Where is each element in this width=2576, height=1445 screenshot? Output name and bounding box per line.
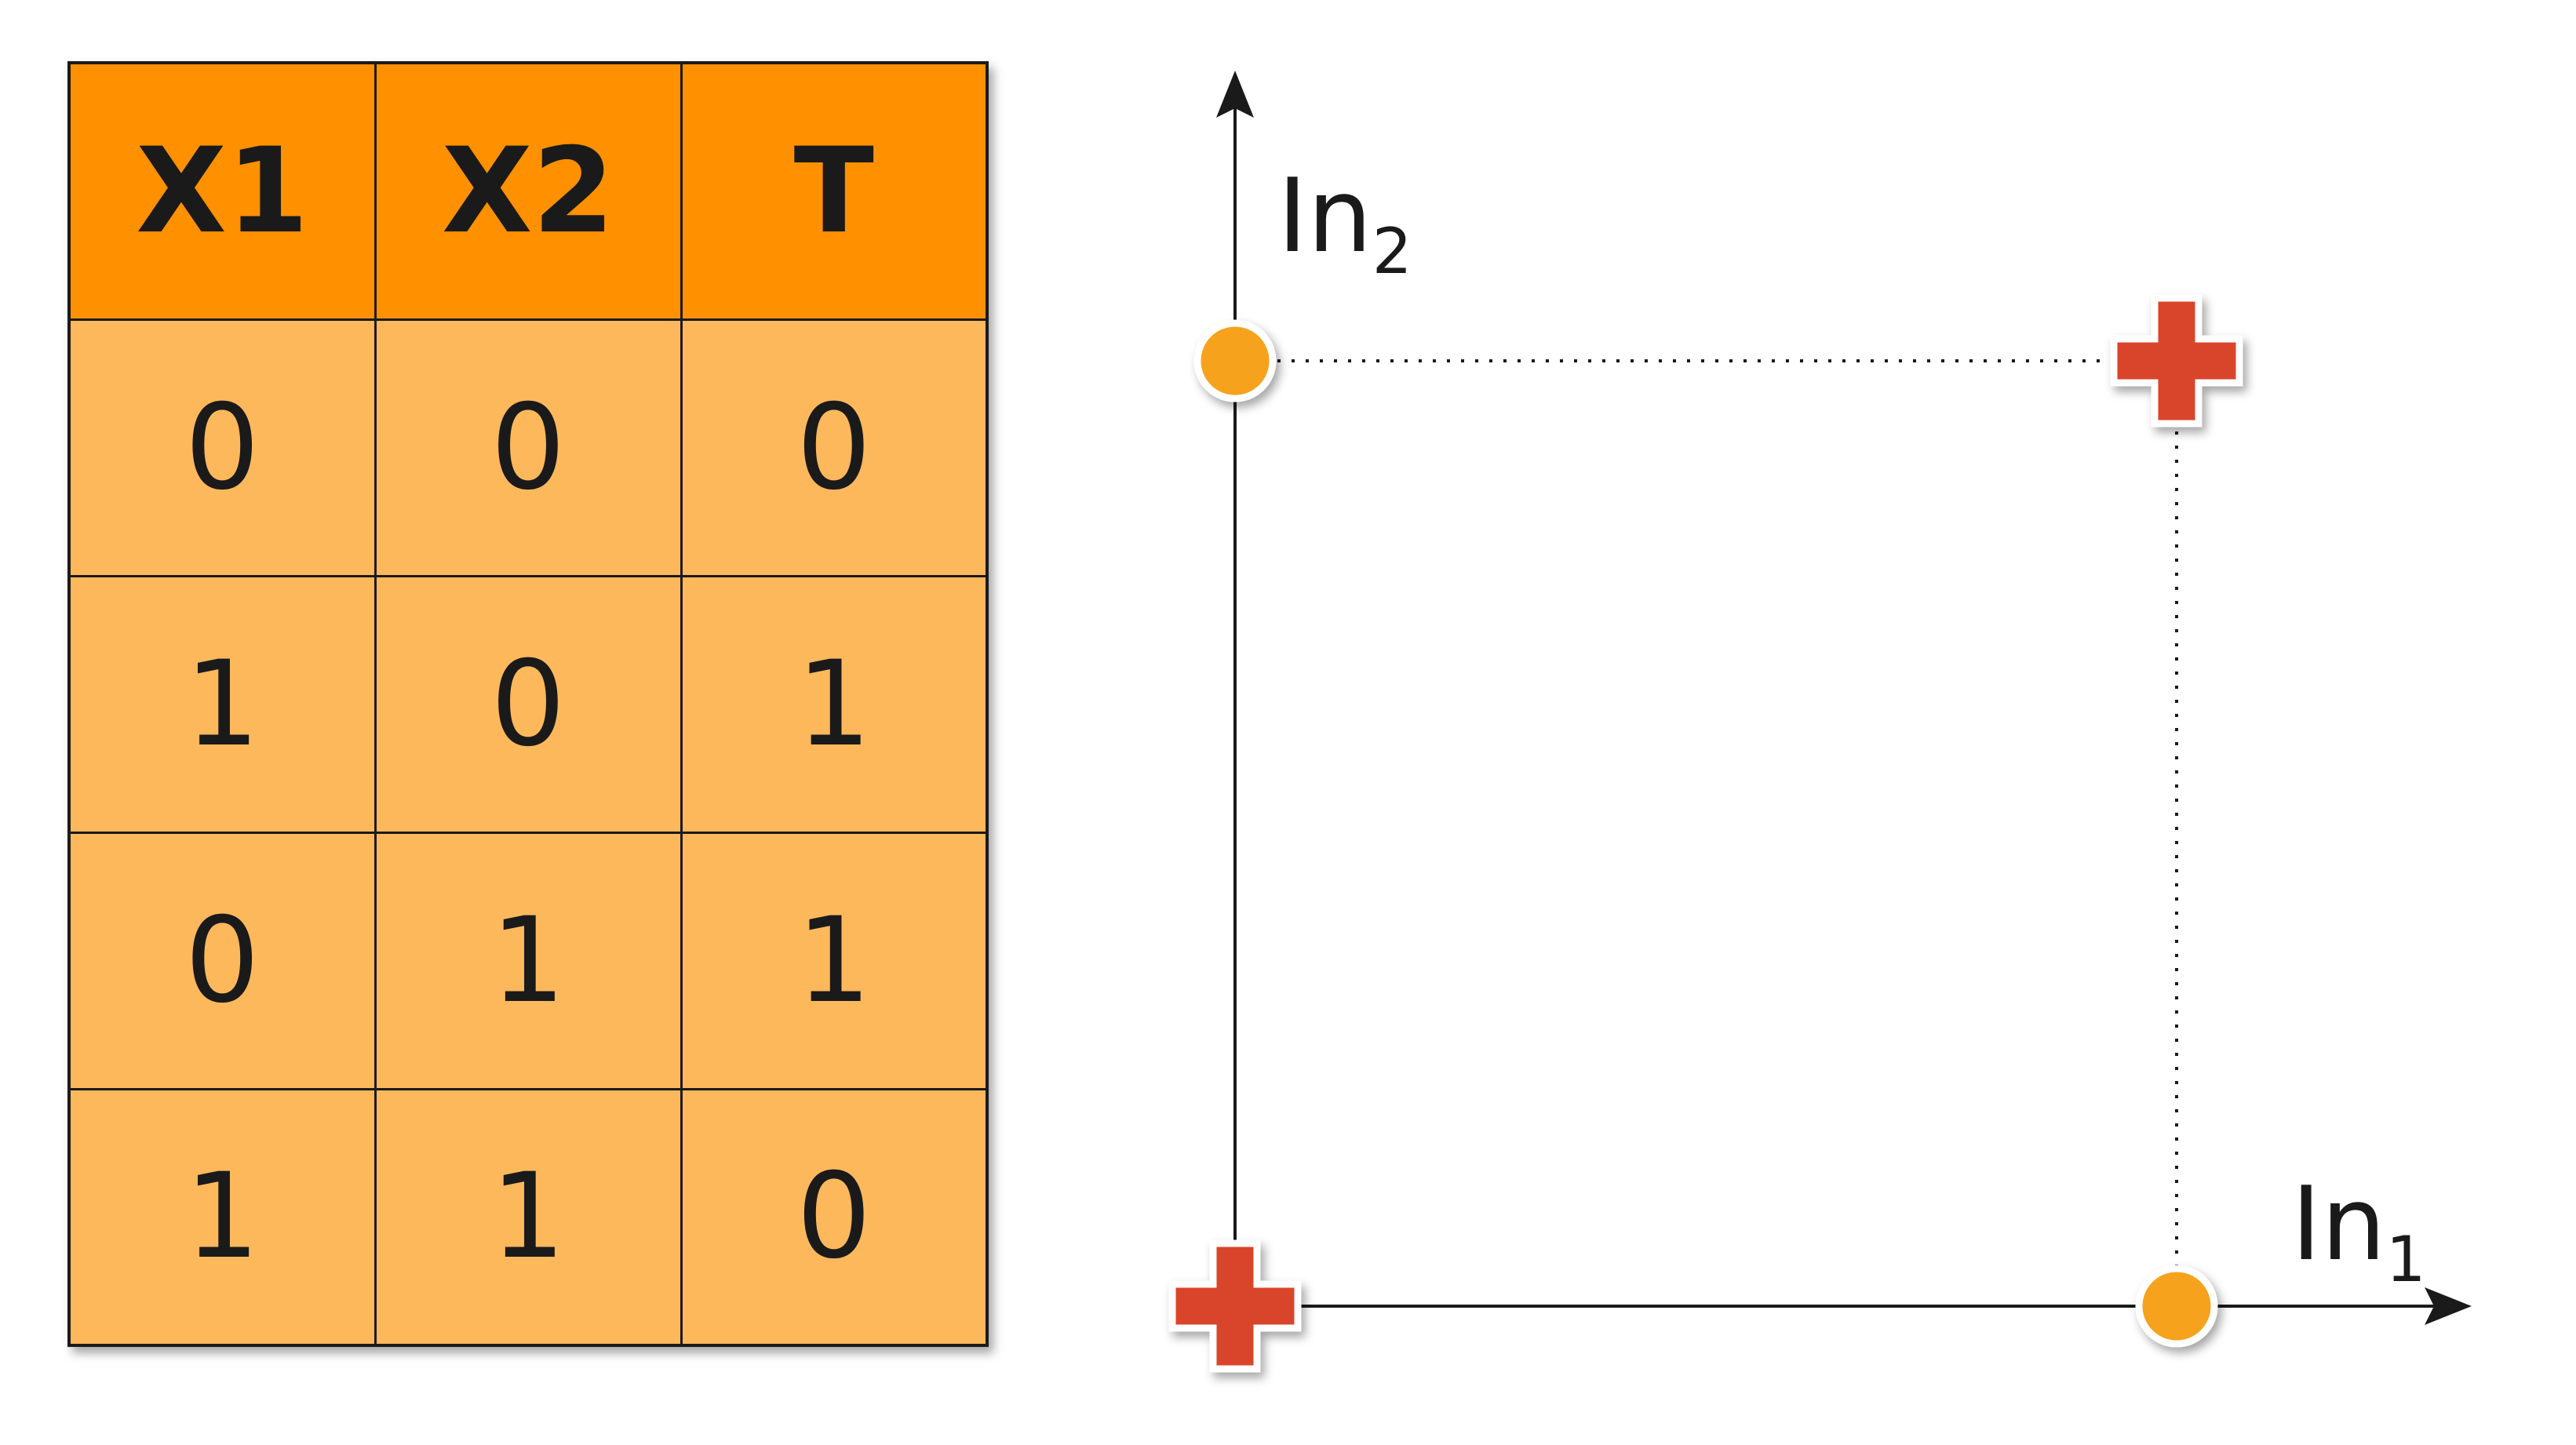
table-cell: 1 (67, 574, 377, 834)
y-axis-label: In2 (1277, 156, 1412, 288)
table-row: 1 1 0 (67, 1087, 989, 1347)
y-axis-arrow-icon (1216, 71, 1254, 118)
data-points (1168, 294, 2243, 1373)
header-x1: X1 (67, 61, 377, 321)
table-row: 0 1 1 (67, 831, 989, 1090)
x-axis-arrow-icon (2425, 1287, 2472, 1325)
table-cell: 0 (373, 574, 683, 834)
table-cell: 0 (680, 318, 989, 577)
circle-point-marker (1193, 319, 1277, 402)
table-cell: 1 (680, 831, 989, 1090)
table-row: 0 0 0 (67, 318, 989, 577)
xor-plot: In2 In1 (1168, 71, 2472, 1373)
table-cell: 0 (67, 831, 377, 1090)
x-axis-label: In1 (2291, 1164, 2426, 1296)
table-cell: 1 (373, 1087, 683, 1347)
header-t: T (680, 61, 989, 321)
truth-table: X1 X2 T 0 0 0 1 0 1 0 1 1 1 1 0 (67, 61, 989, 1347)
header-x2: X2 (373, 61, 683, 321)
table-cell: 0 (373, 318, 683, 577)
table-header-row: X1 X2 T (67, 61, 989, 321)
table-cell: 0 (680, 1087, 989, 1347)
guide-lines (1235, 359, 2178, 1306)
table-cell: 0 (67, 318, 377, 577)
plus-point-marker (1168, 1239, 1302, 1373)
circle-point-marker (2135, 1265, 2218, 1348)
table-row: 1 0 1 (67, 574, 989, 834)
table-cell: 1 (67, 1087, 377, 1347)
plus-point-marker (2110, 294, 2243, 428)
table-cell: 1 (373, 831, 683, 1090)
table-cell: 1 (680, 574, 989, 834)
